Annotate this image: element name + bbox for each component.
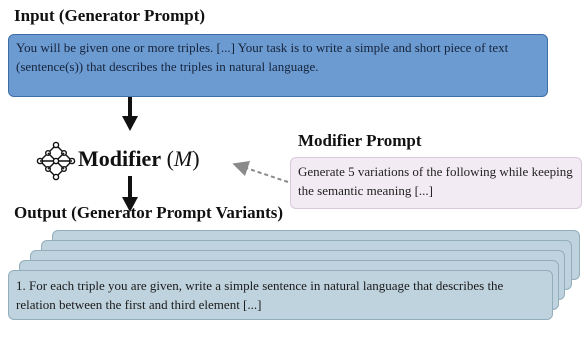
modifier-prompt-box: Generate 5 variations of the following w… <box>290 157 582 209</box>
arrow-modifier-to-output <box>122 176 138 212</box>
modifier-symbol: M <box>173 146 193 171</box>
modifier-prompt-heading: Modifier Prompt <box>298 131 422 150</box>
variant-card-1: 1. For each triple you are given, write … <box>8 270 553 320</box>
modifier-paren-open: ( <box>166 146 174 171</box>
modifier-label: Modifier (M) <box>78 146 200 172</box>
arrow-prompt-to-modifier <box>232 160 289 183</box>
input-prompt-box: You will be given one or more triples. [… <box>8 34 548 97</box>
neural-network-icon <box>36 141 76 181</box>
input-heading: Input (Generator Prompt) <box>14 6 206 25</box>
modifier-paren-close: ) <box>192 146 200 171</box>
modifier-name: Modifier <box>78 146 162 171</box>
arrow-input-to-modifier <box>122 97 138 131</box>
output-heading: Output (Generator Prompt Variants) <box>14 203 284 222</box>
